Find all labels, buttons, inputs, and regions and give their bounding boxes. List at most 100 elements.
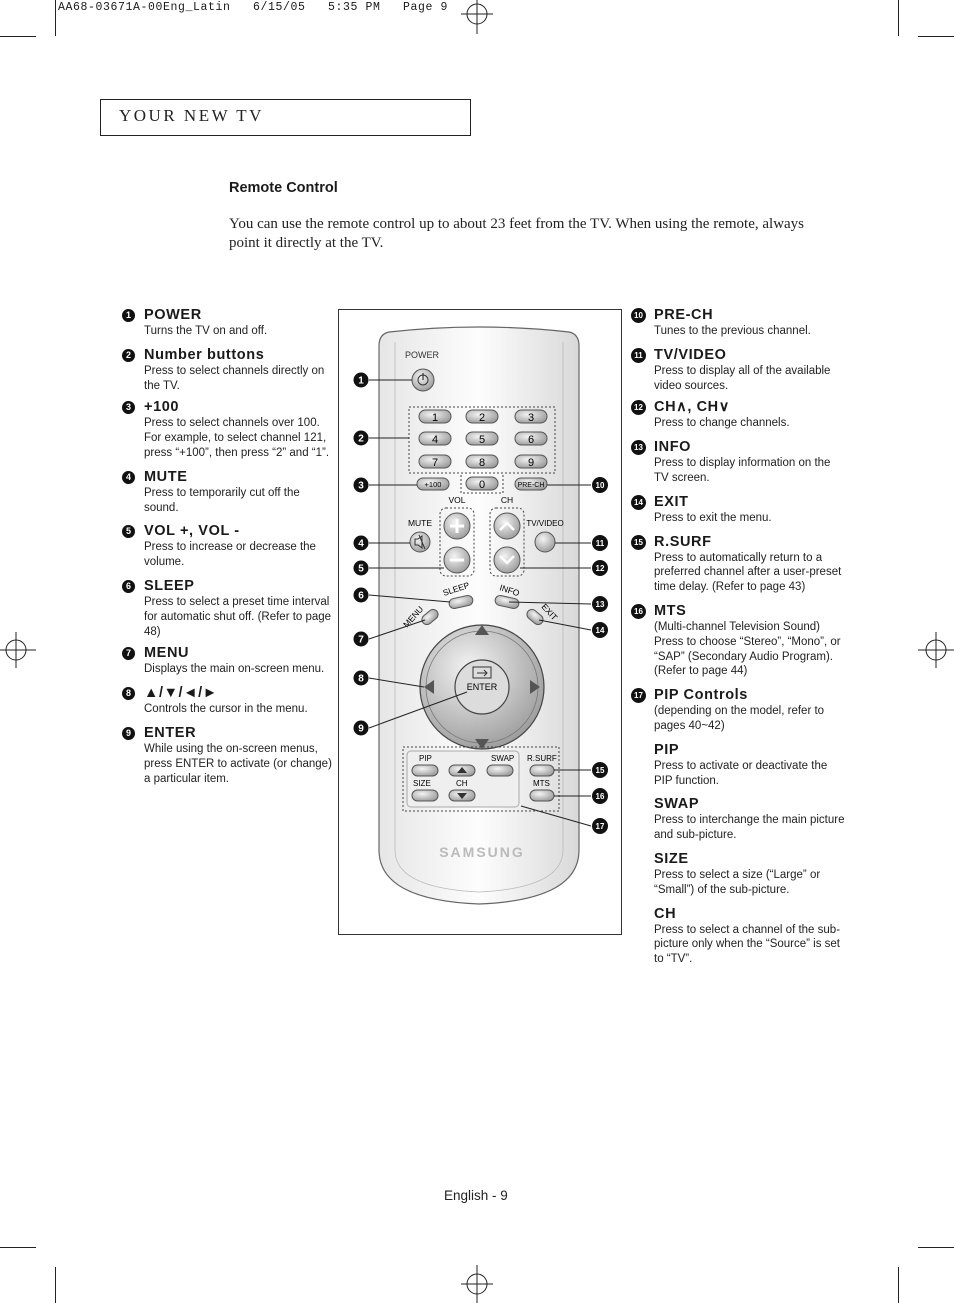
callout-6 [353,587,369,603]
list-item: 12 CH∧, CH∨ Press to change channels. [631,399,847,431]
callout-16 [592,788,608,804]
callout-number: 2 [122,348,135,362]
item-title: POWER [144,307,202,323]
pre-ch-button[interactable] [514,477,548,491]
callout-1 [353,372,369,388]
callout-16-label: 16 [596,792,605,801]
callout-number: 16 [631,603,646,619]
list-item: 3 +100 Press to select channels over 100… [122,399,332,460]
item-description: Press to increase or decrease the volume… [144,541,316,569]
callout-14 [592,622,608,638]
list-item: 11 TV/VIDEO Press to display all of the … [631,346,847,394]
digit-7-button[interactable] [418,454,452,469]
info-button[interactable] [494,595,520,610]
chevron-down-icon [499,555,515,565]
item-title: PIP Controls [654,687,748,704]
item-title: SWAP [654,796,700,813]
callout-10 [592,477,608,493]
item-title: TV/VIDEO [654,346,727,363]
list-item: SWAP Press to interchange the main pictu… [632,796,847,843]
digit-9-label: 9 [528,457,534,469]
menu-button[interactable] [420,607,440,626]
rsurf-button[interactable] [529,764,555,777]
list-item: 13 INFO Press to display information on … [631,439,847,486]
arrow-up-icon[interactable] [475,625,489,635]
digit-8-button[interactable] [465,454,499,469]
callout-17-label: 17 [596,822,605,831]
digit-2-button[interactable] [465,409,499,424]
arrow-left-icon[interactable] [424,680,434,694]
exit-button[interactable] [525,607,545,626]
digit-6-label: 6 [528,434,534,446]
digit-0-label: 0 [479,479,485,491]
callout-5-label: 5 [358,564,364,575]
digit-4-button[interactable] [418,431,452,446]
list-item: SIZE Press to select a size (“Large” or … [632,851,847,898]
callout-number: 10 [631,308,646,323]
callout-number: 14 [631,494,646,510]
callout-14-label: 14 [596,626,605,635]
enter-icon [472,666,492,679]
item-description: Press to exit the menu. [654,511,772,524]
item-description: Press to select a channel of the sub-pic… [654,923,841,966]
enter-button[interactable] [454,659,510,715]
mute-button[interactable] [409,531,431,553]
list-item: 2 Number buttons Press to select channel… [122,347,332,394]
callout-number: 7 [122,647,135,661]
crop-mark [918,1247,954,1248]
item-title: Number buttons [144,346,265,363]
registration-mark-top [461,0,493,34]
callout-number: 17 [631,688,646,704]
tv-video-label: TV/VIDEO [526,519,563,528]
mute-icon [414,534,426,550]
item-description: Controls the cursor in the menu. [144,703,308,716]
enter-icon-arrow [477,669,488,677]
ch-down-button[interactable] [493,546,521,574]
callout-leader-lines [368,379,592,827]
item-description: Press to display all of the available vi… [654,364,831,392]
list-item: 1 POWER Turns the TV on and off. [122,307,332,339]
callout-number: 12 [631,400,646,416]
digit-5-label: 5 [479,434,485,446]
digit-1-button[interactable] [418,409,452,424]
callout-6-label: 6 [358,591,364,602]
pip-button[interactable] [411,764,439,777]
ch-up-button[interactable] [493,512,521,540]
item-description: Press to interchange the main picture an… [654,814,845,842]
callout-number: 9 [122,726,135,740]
digit-8-label: 8 [479,457,485,469]
arrow-right-icon[interactable] [530,680,540,694]
item-title: MUTE [144,468,188,485]
callout-13 [592,596,608,612]
swap-button[interactable] [486,764,514,777]
digit-9-button[interactable] [514,454,548,469]
page-heading: Remote Control [229,180,338,196]
brand-logo: SAMSUNG [439,844,525,860]
item-title: +100 [144,399,180,416]
arrow-down-icon[interactable] [475,739,489,749]
crop-mark [898,0,899,36]
list-item: CH Press to select a channel of the sub-… [632,906,847,967]
callout-number: 11 [631,347,646,363]
plus-icon [450,519,464,533]
remote-control-illustration: POWER 1 2 3 4 5 6 7 8 9 0 [353,326,608,905]
list-item: 7 MENU Displays the main on-screen menu. [122,645,332,677]
digit-3-button[interactable] [514,409,548,424]
sleep-button[interactable] [448,595,474,610]
pip-label: PIP [419,754,432,763]
tv-video-button[interactable] [534,531,556,553]
digit-0-button[interactable] [465,476,499,491]
right-column: 10 PRE-CH Tunes to the previous channel.… [631,307,847,967]
mts-button[interactable] [529,789,555,802]
digit-5-button[interactable] [465,431,499,446]
plus100-button[interactable] [416,477,450,491]
zero-key-outline [460,472,504,494]
remote-body-inner [394,342,564,893]
digit-6-button[interactable] [514,431,548,446]
section-title-box [100,99,471,136]
swap-label: SWAP [491,754,514,763]
callout-3-label: 3 [358,481,364,492]
callout-5 [353,560,369,576]
item-title: CH [654,905,677,922]
size-button[interactable] [411,789,439,802]
